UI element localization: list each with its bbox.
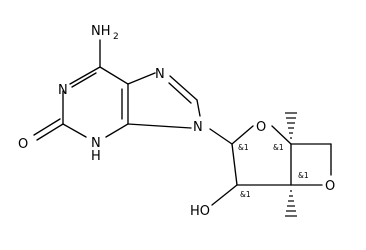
atom-n9: N bbox=[193, 120, 203, 135]
bond-c2p-oh bbox=[211, 184, 238, 206]
atom-n7: N bbox=[155, 67, 165, 82]
stereo-label-c3: &1 bbox=[298, 171, 309, 180]
bond-oring-c4p bbox=[271, 125, 292, 145]
bond-c1p-oring bbox=[231, 125, 254, 145]
atom-n3: N bbox=[91, 136, 101, 151]
atom-n1: N bbox=[58, 83, 68, 98]
bond-n9-c4 bbox=[127, 123, 192, 129]
bond-n9-c1p bbox=[209, 128, 233, 145]
atom-amino-sub: 2 bbox=[113, 32, 119, 42]
bond-c8-n9 bbox=[196, 99, 201, 117]
atom-hydroxyl: HO bbox=[190, 204, 210, 219]
bond-n7-c8-inner bbox=[168, 82, 192, 104]
atom-n3-h: H bbox=[91, 149, 101, 164]
bond-c6-n1 bbox=[69, 66, 101, 85]
atom-o-carbonyl: O bbox=[18, 137, 28, 152]
stereo-label-c1: &1 bbox=[238, 143, 249, 152]
atom-amino-n: NH bbox=[91, 24, 111, 39]
atom-o-ring: O bbox=[256, 120, 266, 135]
atom-o-oxetane: O bbox=[325, 179, 335, 194]
bond-c2-n3 bbox=[62, 123, 87, 138]
bond-c5-c6 bbox=[99, 66, 129, 85]
bond-n3-c4 bbox=[105, 123, 129, 138]
stereo-label-c2: &1 bbox=[240, 190, 251, 199]
bond-c2-o-inner bbox=[33, 118, 61, 136]
bond-c6-n1-inner bbox=[71, 72, 97, 88]
stereo-label-c4: &1 bbox=[273, 143, 284, 152]
hash-bond-c4p-h bbox=[285, 112, 297, 139]
bond-n7-c8 bbox=[169, 75, 198, 101]
hash-bond-c3p-h bbox=[285, 190, 297, 217]
bond-c2-o bbox=[36, 123, 64, 141]
bond-c1p-c2p bbox=[231, 143, 238, 186]
bond-c5-n7 bbox=[127, 72, 156, 85]
